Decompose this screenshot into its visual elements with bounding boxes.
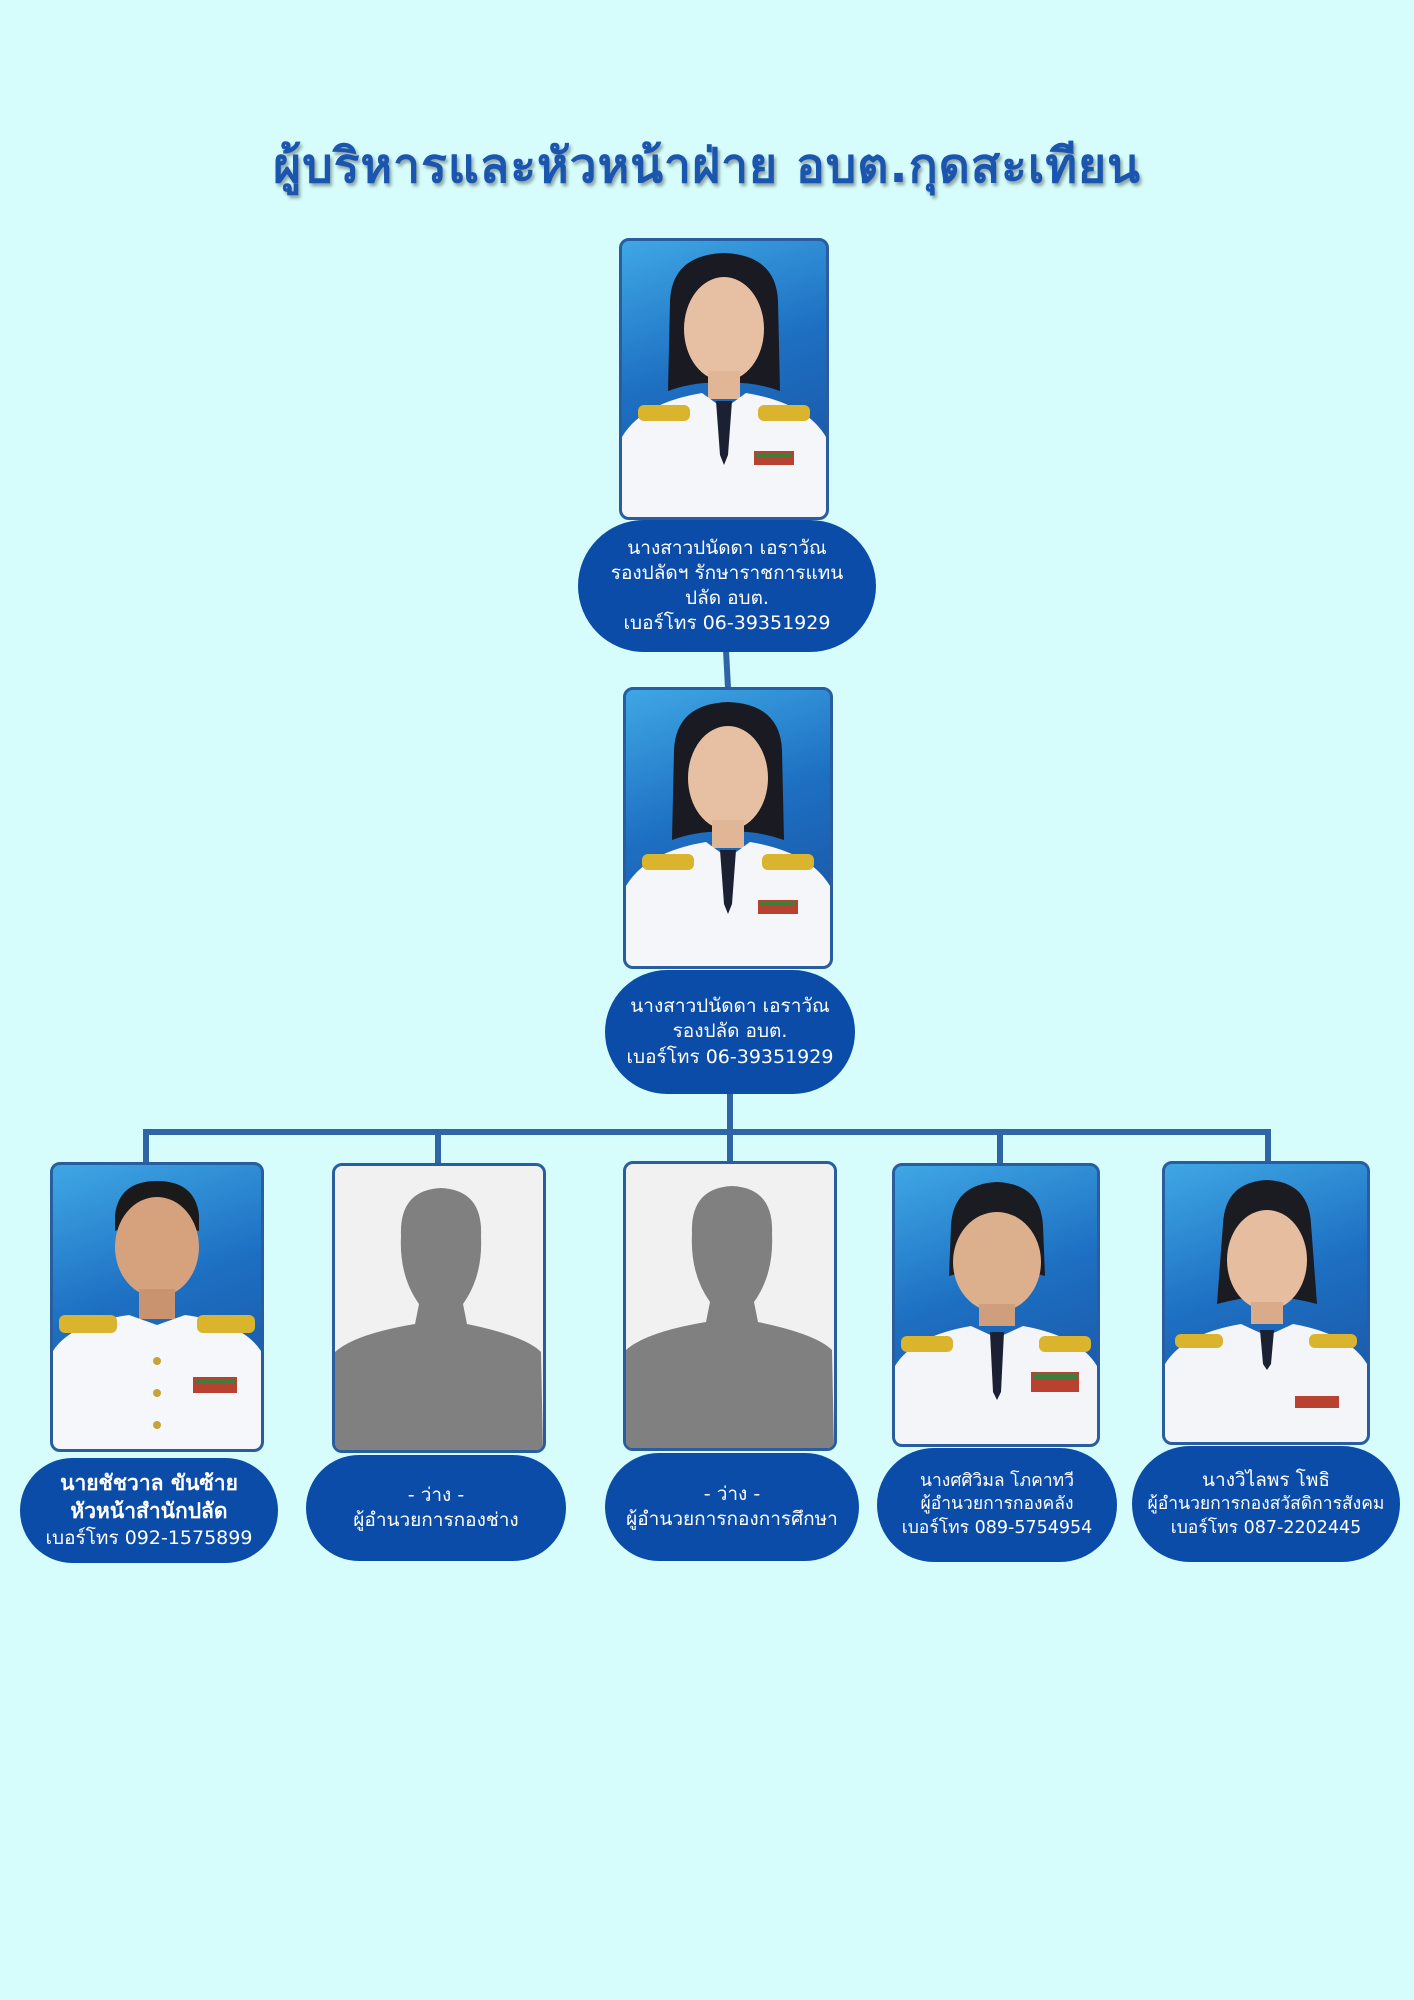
head-2-position: ผู้อำนวยการกองช่าง [353,1509,519,1531]
head-5-name: นางวิไลพร โพธิ [1202,1469,1330,1492]
head-4-position: ผู้อำนวยการกองคลัง [920,1494,1074,1515]
top-official-phone: เบอร์โทร 06-39351929 [623,612,831,635]
head-2-label: - ว่าง - ผู้อำนวยการกองช่าง [306,1455,566,1561]
head-1-label: นายชัชวาล ขันซ้าย หัวหน้าสำนักปลัด เบอร์… [20,1458,278,1563]
deputy-label: นางสาวปนัดดา เอราวัณ รองปลัด อบต. เบอร์โ… [605,970,855,1094]
head-5-phone: เบอร์โทร 087-2202445 [1170,1517,1362,1538]
head-3-name: - ว่าง - [703,1482,761,1505]
female-officer-photo [622,253,826,517]
page-title: ผู้บริหารและหัวหน้าฝ่าย อบต.กุดสะเทียน [273,138,1141,194]
top-official-label: นางสาวปนัดดา เอราวัณ รองปลัดฯ รักษาราชกา… [578,520,876,652]
head-2-photo [332,1163,546,1453]
top-official-photo [619,238,829,520]
female-officer-photo [626,702,830,966]
deputy-phone: เบอร์โทร 06-39351929 [626,1045,834,1068]
head-5-position: ผู้อำนวยการกองสวัสดิการสังคม [1147,1494,1385,1515]
head-4-label: นางศศิวิมล โภคาทวี ผู้อำนวยการกองคลัง เบ… [877,1448,1117,1562]
head-1-name: นายชัชวาล ขันซ้าย [60,1471,238,1496]
connector-top-to-deputy [722,646,732,692]
head-2-name: - ว่าง - [407,1483,465,1506]
deputy-photo [623,687,833,969]
head-5-label: นางวิไลพร โพธิ ผู้อำนวยการกองสวัสดิการสั… [1132,1446,1400,1562]
top-official-position: รองปลัดฯ รักษาราชการแทน [610,561,844,584]
head-4-photo [892,1163,1100,1447]
top-official-position-2: ปลัด อบต. [685,587,769,609]
head-3-position: ผู้อำนวยการกองการศึกษา [626,1508,838,1530]
top-official-name: นางสาวปนัดดา เอราวัณ [627,536,827,559]
head-1-position: หัวหน้าสำนักปลัด [70,1498,228,1523]
person-silhouette-icon [335,1188,543,1450]
male-officer-photo [53,1181,261,1449]
deputy-name: นางสาวปนัดดา เอราวัณ [630,995,830,1018]
deputy-position: รองปลัด อบต. [672,1020,788,1043]
head-3-label: - ว่าง - ผู้อำนวยการกองการศึกษา [605,1453,859,1561]
head-4-name: นางศศิวิมล โภคาทวี [919,1471,1075,1492]
head-3-photo [623,1161,837,1451]
head-1-photo [50,1162,264,1452]
head-1-phone: เบอร์โทร 092-1575899 [45,1526,253,1549]
person-silhouette-icon [626,1186,834,1448]
female-officer-photo [895,1182,1097,1444]
head-5-photo [1162,1161,1370,1445]
head-4-phone: เบอร์โทร 089-5754954 [901,1517,1093,1538]
female-officer-photo [1165,1180,1367,1442]
